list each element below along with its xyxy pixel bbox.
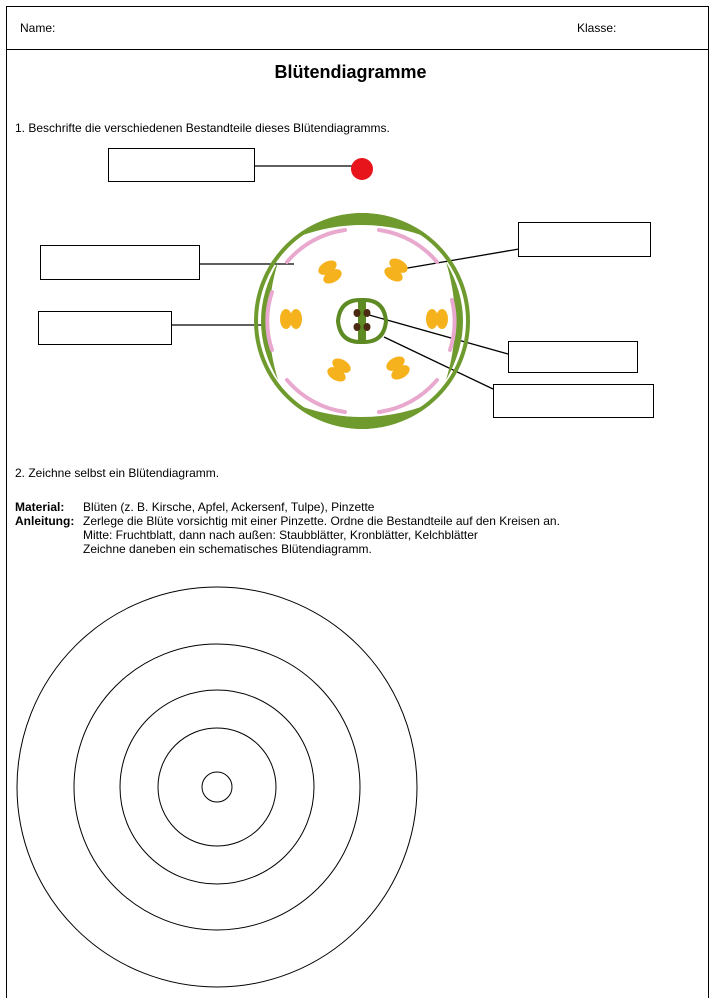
instructions-row: Anleitung: Zerlege die Blüte vorsichtig … xyxy=(15,514,560,556)
petal-ring xyxy=(265,228,457,414)
instruction-line: Zeichne daneben ein schematisches Blüten… xyxy=(83,542,372,556)
task-2-text: 2. Zeichne selbst ein Blütendiagramm. xyxy=(15,466,220,480)
instruction-line: Mitte: Fruchtblatt, dann nach außen: Sta… xyxy=(83,528,478,542)
petal xyxy=(285,228,347,264)
sepal xyxy=(261,262,278,380)
axis-dot xyxy=(351,158,373,180)
leader-line-carpel xyxy=(383,336,494,390)
label-box-ovule[interactable] xyxy=(508,341,638,373)
header: Name: Klasse: xyxy=(7,7,708,50)
sepal xyxy=(300,406,424,429)
worksheet: Name: Klasse: xyxy=(6,6,709,998)
petal xyxy=(448,298,457,352)
stamen xyxy=(318,260,342,284)
petal xyxy=(377,228,439,264)
stamen xyxy=(327,358,351,382)
carpel xyxy=(335,297,389,345)
label-box-stamen[interactable] xyxy=(518,222,651,257)
class-label: Klasse: xyxy=(577,21,617,35)
stamen xyxy=(426,309,448,329)
leader-line-stamen xyxy=(395,248,520,271)
label-box-axis[interactable] xyxy=(108,148,255,182)
sepal xyxy=(300,213,424,236)
material-label: Material: xyxy=(15,500,65,514)
instructions-lines: Zerlege die Blüte vorsichtig mit einer P… xyxy=(83,514,560,556)
label-box-petal[interactable] xyxy=(40,245,200,280)
flower-diagram xyxy=(172,158,520,429)
stamen-ring xyxy=(280,258,448,382)
petal xyxy=(265,290,274,352)
material-text: Blüten (z. B. Kirsche, Apfel, Ackersenf,… xyxy=(83,500,375,514)
name-label: Name: xyxy=(20,21,56,35)
task-1-text: 1. Beschrifte die verschiedenen Bestandt… xyxy=(15,121,390,135)
material-row: Material: Blüten (z. B. Kirsche, Apfel, … xyxy=(15,500,560,514)
ovule xyxy=(353,309,361,317)
petal xyxy=(285,378,347,414)
instruction-line: Zerlege die Blüte vorsichtig mit einer P… xyxy=(83,514,560,528)
stamen xyxy=(280,309,302,329)
instructions-block: Material: Blüten (z. B. Kirsche, Apfel, … xyxy=(15,500,560,556)
sepal-ring xyxy=(254,213,470,429)
sepal xyxy=(446,262,463,380)
ovule xyxy=(353,323,361,331)
ovule xyxy=(363,309,371,317)
petal xyxy=(377,378,439,414)
ovule xyxy=(363,323,371,331)
label-box-sepal[interactable] xyxy=(38,311,172,345)
stamen xyxy=(384,258,408,282)
stamen xyxy=(386,356,410,380)
label-box-carpel[interactable] xyxy=(493,384,654,418)
instructions-label: Anleitung: xyxy=(15,514,75,528)
page-title: Blütendiagramme xyxy=(274,62,427,82)
